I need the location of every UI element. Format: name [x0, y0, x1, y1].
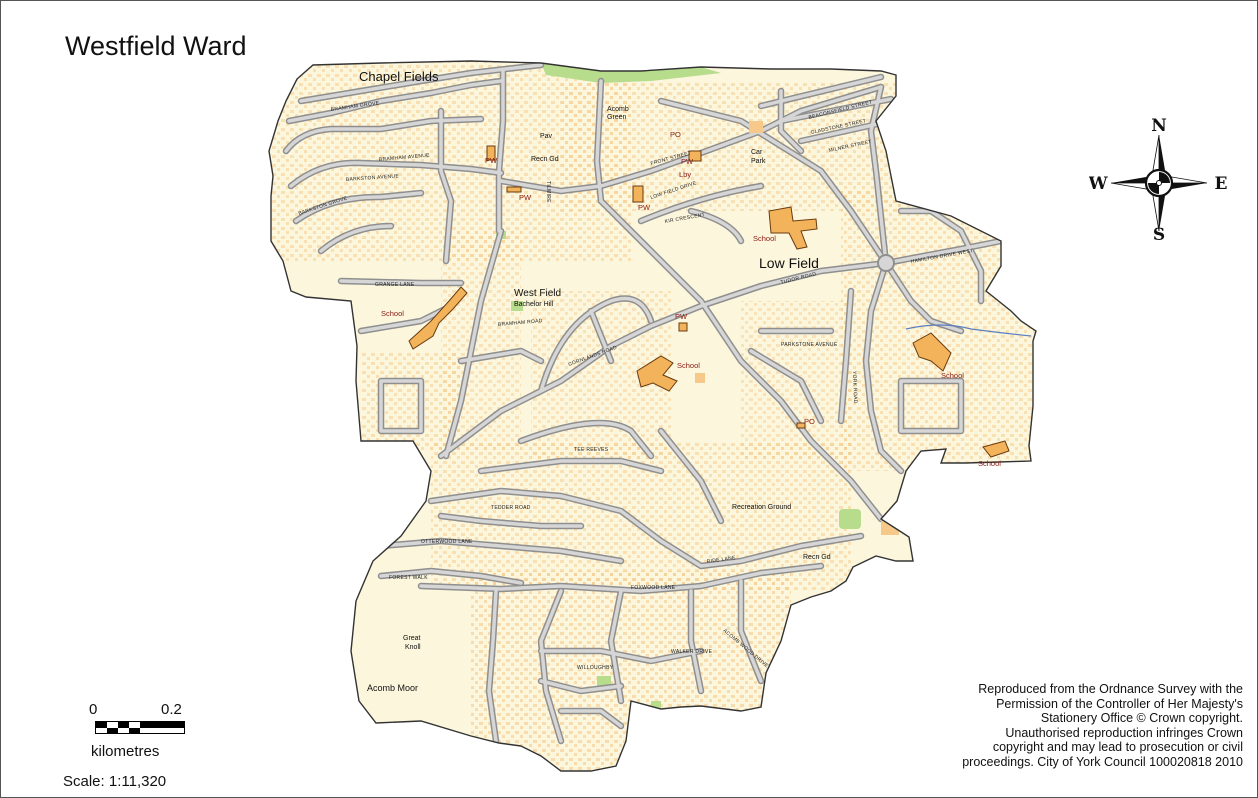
school-label: School [381, 309, 404, 318]
scale-end-value: 0.2 [161, 701, 182, 718]
compass-north-label: N [1151, 116, 1167, 136]
map-title: Westfield Ward [65, 31, 247, 61]
stream [905, 324, 1032, 337]
pw-label: PW [485, 156, 498, 165]
copyright-line: proceedings. City of York Council 100020… [962, 754, 1243, 769]
feature-label: Acomb [607, 106, 629, 113]
feature-label: Great [403, 635, 421, 642]
pw-label: PW [681, 157, 694, 166]
red-labels: PW PW PW PW PO PW Lby PO School School S… [381, 130, 1001, 468]
feature-label: Bachelor Hill [514, 301, 554, 308]
copyright-line: Permission of the Controller of Her Maje… [996, 696, 1243, 711]
street-label: PARKSTONE AVENUE [781, 342, 838, 348]
roundabout [877, 254, 895, 272]
feature-label: Recn Gd [803, 554, 831, 561]
copyright-line: copyright and may lead to prosecution or… [992, 740, 1243, 754]
scale-bar [95, 721, 185, 734]
copyright-notice: Reproduced from the Ordnance Survey with… [883, 682, 1243, 769]
pw-label: PW [519, 193, 532, 202]
feature-label: Green [607, 114, 627, 121]
school-buildings [408, 145, 1010, 458]
scale-bar-block: 0 0.2 kilometres Scale: 1:11,320 [63, 701, 217, 790]
area-label-low-field: Low Field [759, 255, 819, 271]
street-label: OTTERWOOD LANE [421, 539, 473, 545]
road-casing [284, 63, 1003, 743]
street-label: BRAMHAM ROAD [498, 318, 543, 328]
street-label: GRANGE LANE [375, 282, 415, 288]
school-label: School [753, 234, 776, 243]
library-label: Lby [679, 170, 691, 179]
school-label: School [941, 371, 964, 380]
feature-label: Recreation Ground [732, 504, 791, 511]
street-label: WILLOUGHBY [577, 665, 614, 671]
area-label-west-field: West Field [514, 288, 561, 299]
school-label: School [978, 459, 1001, 468]
copyright-line: Stationery Office © Crown copyright. [1040, 711, 1243, 725]
scale-ratio-label: Scale: 1:11,320 [63, 773, 167, 790]
copyright-line: Unauthorised reproduction infringes Crow… [1005, 725, 1243, 740]
feature-label: Car [751, 149, 763, 156]
school-label: School [677, 361, 700, 370]
street-label: RIDE LANE [706, 555, 736, 565]
feature-label: Park [751, 158, 766, 165]
pw-label: PW [638, 203, 651, 212]
street-label: WALKER DRIVE [671, 649, 713, 655]
compass-east-label: E [1215, 174, 1228, 194]
compass-rose-icon: N S E W [1089, 116, 1228, 243]
compass-west-label: W [1089, 174, 1108, 194]
area-labels: Chapel Fields Low Field West Field Acomb… [359, 69, 819, 693]
compass-south-label: S [1153, 225, 1165, 243]
green-spaces [496, 63, 861, 709]
street-label: BARKSTON AVENUE [346, 173, 400, 183]
po-label: PO [804, 417, 815, 426]
feature-label: Pav [540, 133, 553, 140]
pw-label: PW [675, 312, 688, 321]
feature-labels: Acomb Green Pav Recn Gd Car Park Bachelo… [403, 106, 831, 651]
street-label: YORK ROAD [851, 371, 858, 404]
street-label: FOXWOOD LANE [631, 585, 676, 591]
feature-label: Recn Gd [531, 156, 559, 163]
po-label: PO [670, 130, 681, 139]
street-label: TEDDER ROAD [491, 505, 531, 511]
scale-unit-label: kilometres [91, 743, 160, 760]
area-label-acomb-moor: Acomb Moor [367, 683, 418, 693]
street-label: TEE REEVES [574, 447, 609, 453]
street-label: TILMIRE [545, 181, 551, 203]
copyright-line: Reproduced from the Ordnance Survey with… [978, 682, 1243, 696]
feature-label: Knoll [405, 644, 421, 651]
area-label-chapel-fields: Chapel Fields [359, 69, 439, 84]
street-label: BRAMHAM AVENUE [379, 153, 431, 163]
scale-start-value: 0 [89, 701, 98, 718]
street-label: FOREST WALK [389, 575, 428, 581]
